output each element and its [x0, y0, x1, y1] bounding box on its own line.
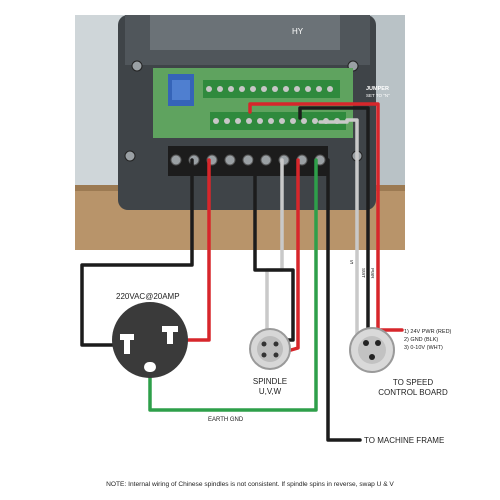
board-screw [246, 118, 252, 124]
board-screw [217, 86, 223, 92]
terminal-screw [260, 154, 272, 166]
control-pin-label-1: 1) 24V PWR (RED) [404, 329, 452, 335]
board-screw [261, 86, 267, 92]
terminal-strip-bottom [210, 112, 346, 130]
earth-wire-green [148, 158, 318, 412]
control-pin-2 [375, 340, 381, 346]
board-screw [294, 86, 300, 92]
spindle-connector: SPINDLE U,V,W [249, 328, 291, 396]
spindle-title: SPINDLE [253, 377, 287, 386]
control-pin-label-2: 2) GND (BLK) [404, 337, 438, 343]
terminal-screw [170, 154, 182, 166]
board-screw [312, 118, 318, 124]
control-pin-3 [369, 354, 375, 360]
power-terminal-screws [170, 154, 326, 166]
board-screw [268, 118, 274, 124]
wire-mark-pwr: PWR [370, 268, 375, 279]
spindle-pin [261, 341, 267, 347]
board-screw [272, 86, 278, 92]
board-screw [283, 86, 289, 92]
wire-mark-swt: SWT [361, 268, 366, 278]
board-screw [213, 118, 219, 124]
board-screw [235, 118, 241, 124]
spindle-pin [273, 352, 279, 358]
jumper-label: JUMPER [366, 86, 389, 92]
spindle-pin [273, 341, 279, 347]
board-screw [206, 86, 212, 92]
footer-note: NOTE: Internal wiring of Chinese spindle… [106, 481, 394, 488]
screw-top-left [131, 60, 143, 72]
control-title-1: TO SPEED [393, 378, 434, 387]
machine-frame-wire [326, 158, 362, 442]
hy-badge: HY [292, 27, 304, 36]
wire-mark-s: S [350, 260, 354, 266]
wire-marks: S SWT PWR [350, 260, 375, 279]
power-wire-black [80, 158, 194, 347]
outlet-label: 220VAC@20AMP [116, 292, 180, 301]
control-title-2: CONTROL BOARD [378, 388, 448, 397]
machine-frame-label: TO MACHINE FRAME [364, 436, 444, 445]
board-screw [224, 118, 230, 124]
board-screw [305, 86, 311, 92]
spindle-wire-black [253, 158, 295, 342]
board-screw [279, 118, 285, 124]
control-pin-1 [363, 340, 369, 346]
board-screw [301, 118, 307, 124]
outlet-ground-slot [144, 362, 156, 372]
board-screw [250, 86, 256, 92]
board-screw [316, 86, 322, 92]
board-screw [257, 118, 263, 124]
control-wire-red [248, 102, 404, 332]
outlet-220vac: 220VAC@20AMP [112, 292, 188, 378]
spindle-pin [261, 352, 267, 358]
outlet-face [112, 302, 188, 378]
vfd-photo: HY JUMPER SET TO "N" [75, 15, 405, 250]
earth-gnd-label: EARTH GND [208, 417, 244, 423]
screw-mid-left [124, 150, 136, 162]
board-screw [290, 118, 296, 124]
control-pin-label-3: 3) 0-10V (WHT) [404, 345, 443, 351]
terminal-screw [224, 154, 236, 166]
terminal-screw [242, 154, 254, 166]
outlet-slot-left [120, 334, 134, 340]
speed-control-connector: 1) 24V PWR (RED) 2) GND (BLK) 3) 0-10V (… [349, 327, 452, 397]
power-wire-red [183, 158, 211, 342]
board-screw [239, 86, 245, 92]
jumper-setting: SET TO "N" [366, 93, 390, 98]
terminal-strip-top [203, 80, 340, 98]
spindle-pins-label: U,V,W [259, 387, 282, 396]
board-screw [228, 86, 234, 92]
board-screw [327, 86, 333, 92]
